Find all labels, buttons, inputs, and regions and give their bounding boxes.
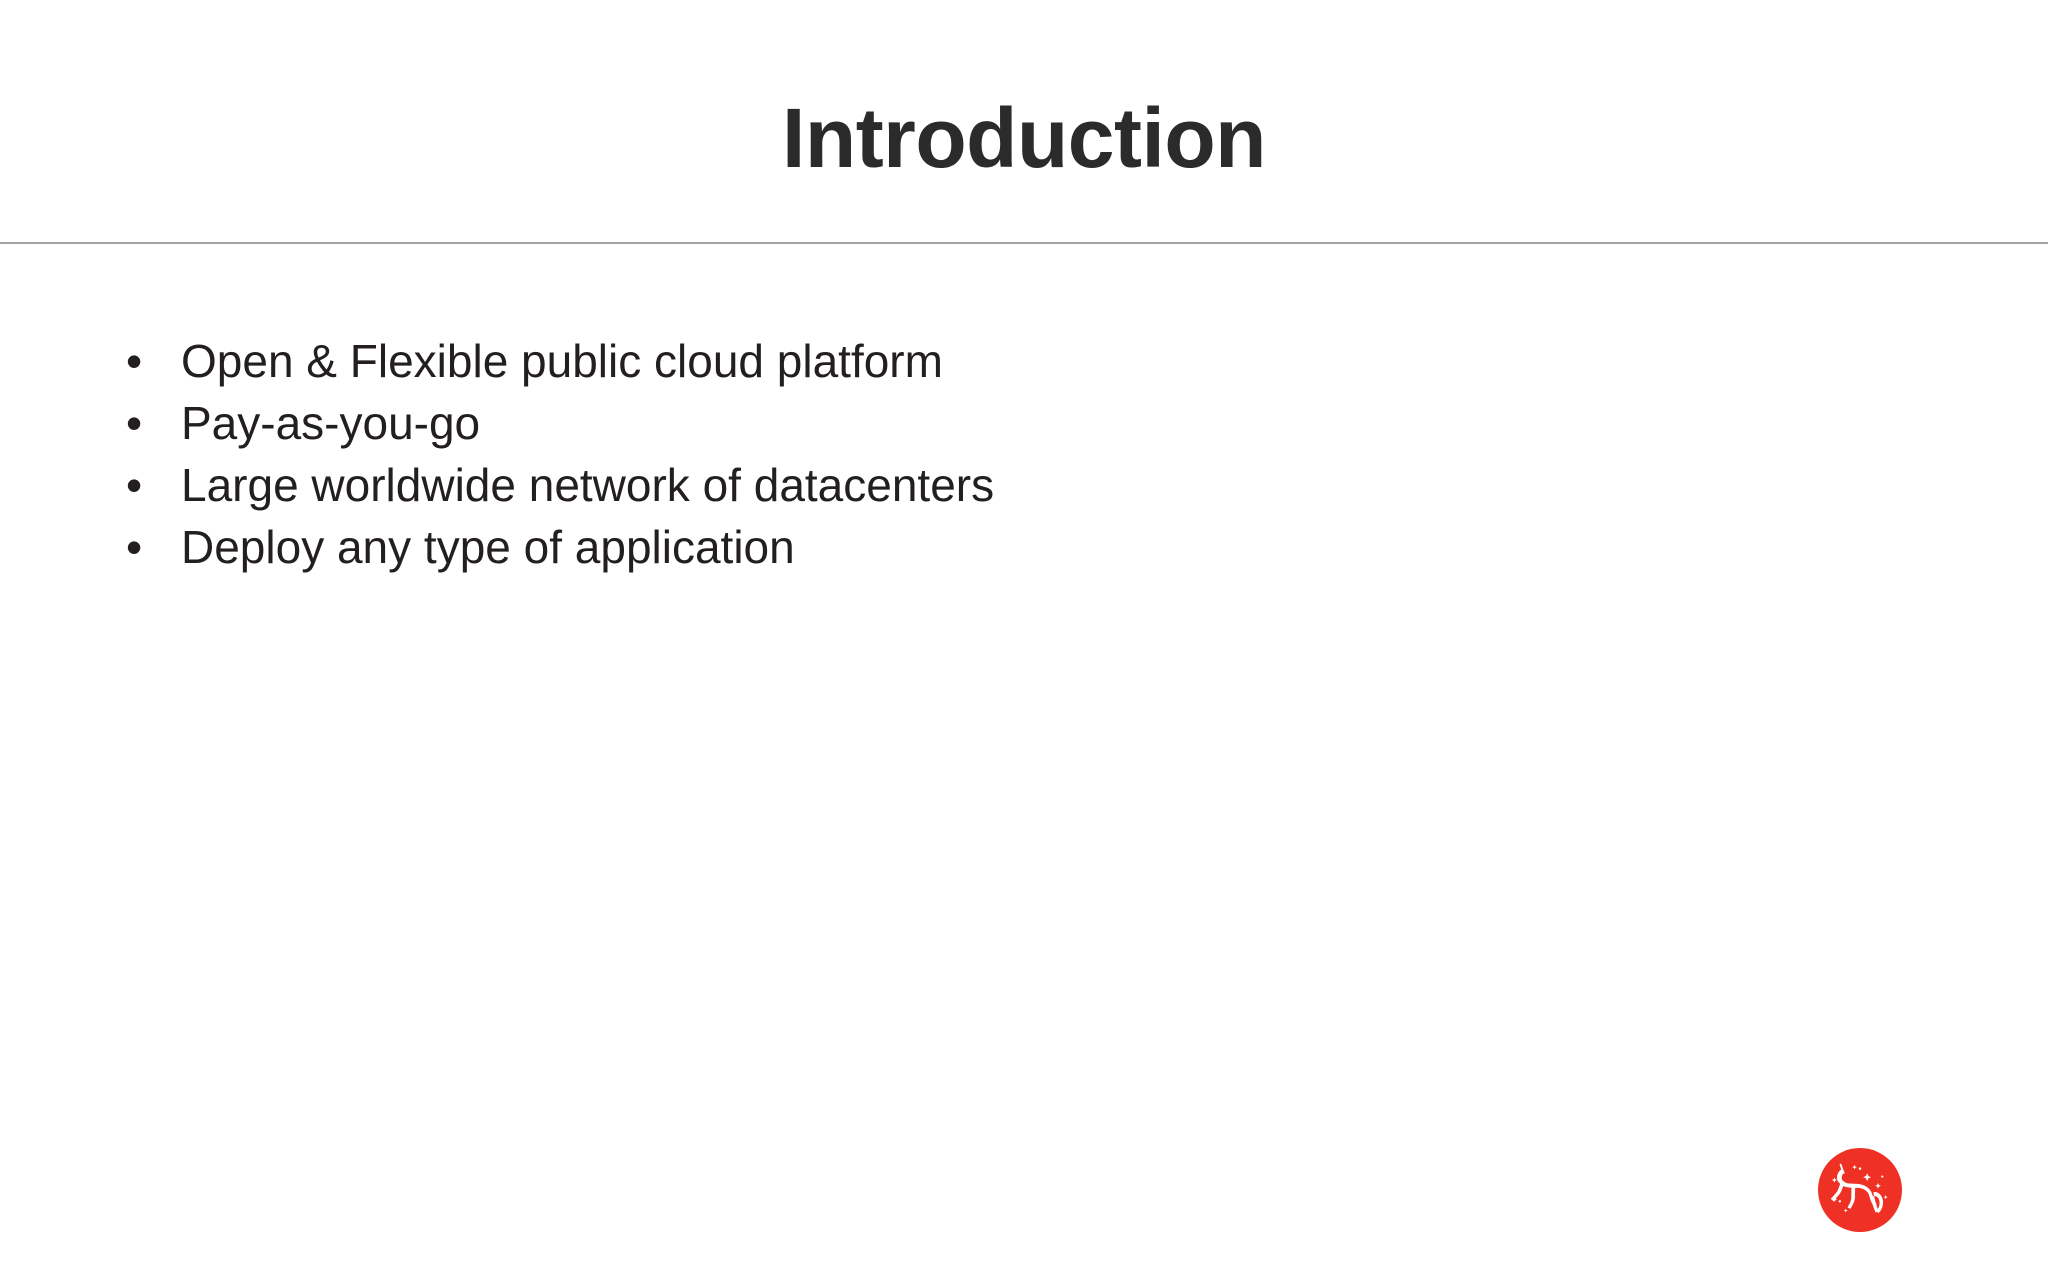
unicorn-logo-icon [1818, 1148, 1902, 1232]
list-item-label: Pay-as-you-go [181, 397, 481, 449]
logo-circle [1818, 1148, 1902, 1232]
unicorn-logo [1818, 1148, 1902, 1232]
list-item: • Large worldwide network of datacenters [118, 454, 1818, 516]
list-item-label: Large worldwide network of datacenters [181, 459, 995, 511]
list-item-label: Open & Flexible public cloud platform [181, 335, 943, 387]
list-item: • Pay-as-you-go [118, 392, 1818, 454]
bullet-point-icon: • [126, 397, 143, 449]
bullet-list: • Open & Flexible public cloud platform … [118, 330, 1818, 578]
page-title: Introduction [782, 91, 1266, 186]
list-item: • Deploy any type of application [118, 516, 1818, 578]
bullet-point-icon: • [126, 459, 143, 511]
bullet-point-icon: • [126, 335, 143, 387]
logo-unicorn-mark [1830, 1163, 1888, 1214]
list-item: • Open & Flexible public cloud platform [118, 330, 1818, 392]
list-item-label: Deploy any type of application [181, 521, 795, 573]
title-divider [0, 242, 2048, 244]
bullet-point-icon: • [126, 521, 143, 573]
